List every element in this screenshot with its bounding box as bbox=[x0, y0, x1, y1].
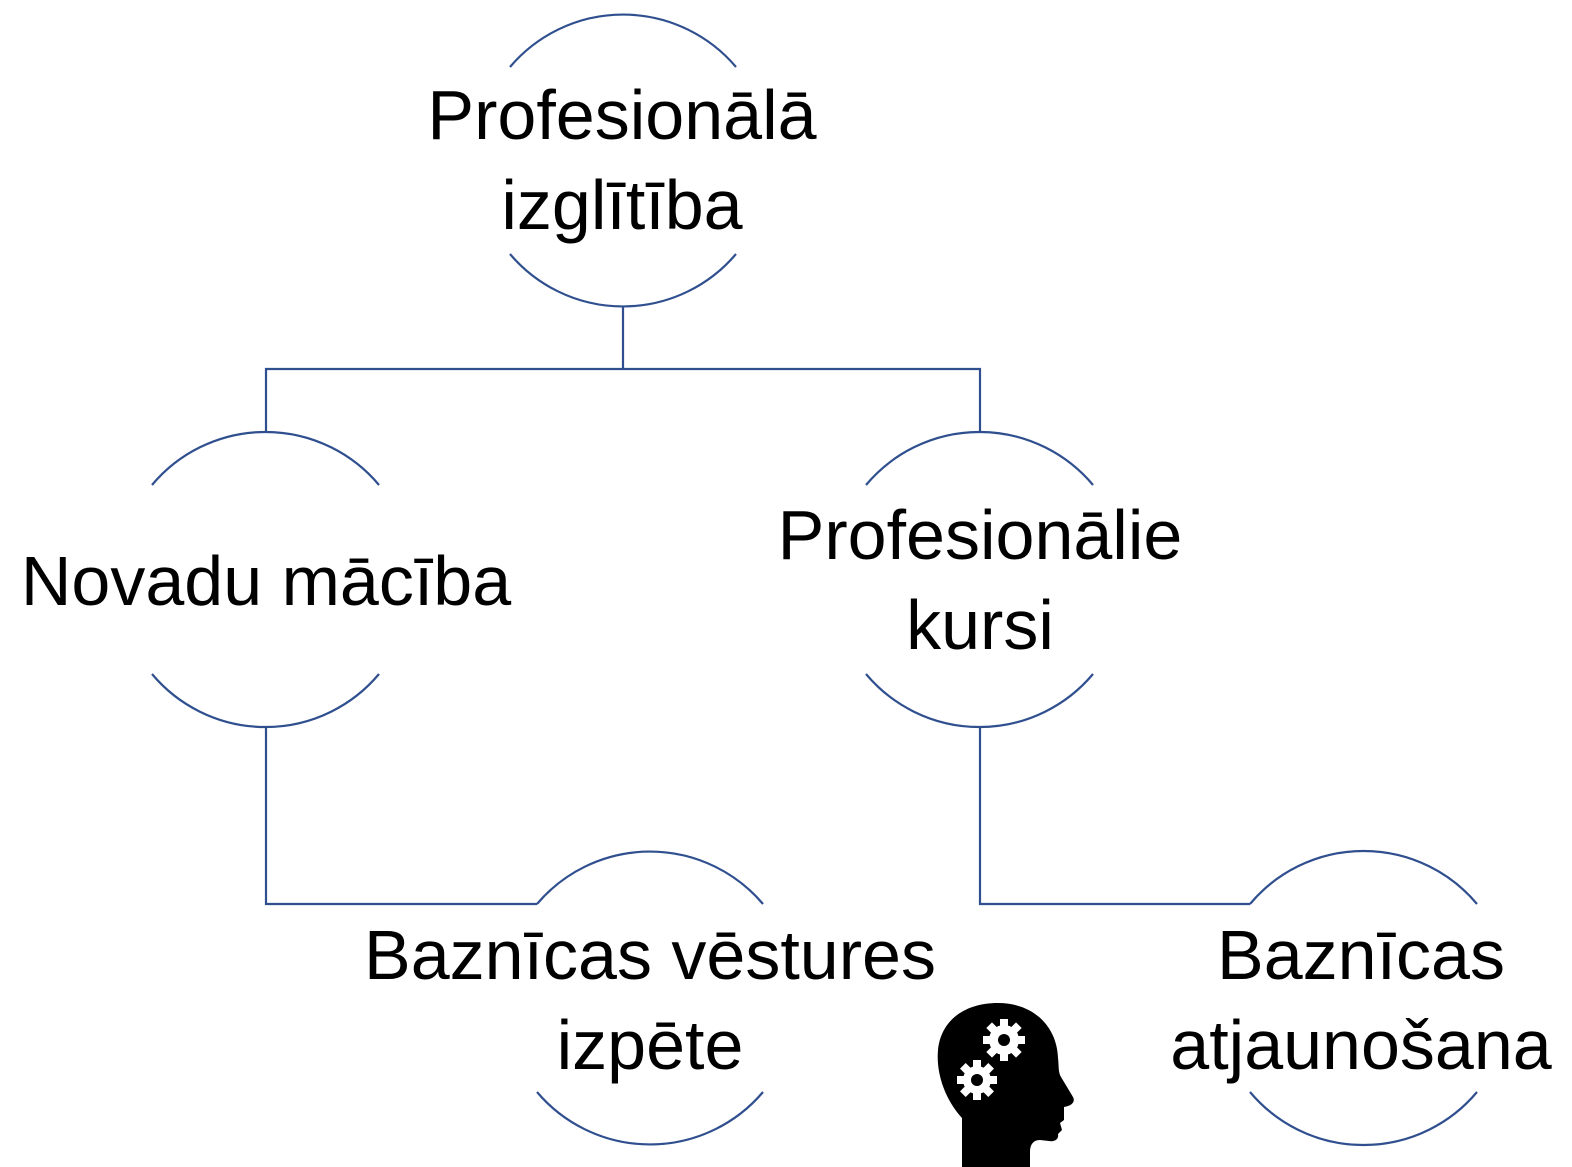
right-node-top-arc bbox=[865, 430, 1094, 486]
left-node-top-arc bbox=[151, 430, 380, 486]
node-right-line1: Profesionālie bbox=[777, 496, 1183, 574]
node-bottom-right-line2: atjaunošana bbox=[1170, 1006, 1552, 1084]
node-root-line1: Profesionālā bbox=[427, 76, 817, 154]
right-node-bottom-arc bbox=[865, 673, 1094, 729]
left-node-bottom-arc bbox=[151, 673, 380, 729]
connector-right-to-bottom-right bbox=[978, 727, 1250, 906]
node-left-line1: Novadu mācība bbox=[20, 542, 512, 620]
bottom-right-node-bottom-arc bbox=[1249, 1091, 1478, 1147]
node-profesionalie-kursi: Profesionālie kursi bbox=[730, 490, 1230, 670]
node-baznicas-atjaunosana: Baznīcas atjaunošana bbox=[1150, 910, 1572, 1090]
node-right-line2: kursi bbox=[906, 586, 1054, 664]
node-bottom-left-line2: izpēte bbox=[556, 1006, 744, 1084]
node-novadu-maciba: Novadu mācība bbox=[0, 536, 532, 626]
connector-horizontal-bar bbox=[264, 367, 982, 431]
node-profesionala-izglitiba: Profesionālā izglītība bbox=[372, 70, 872, 250]
bottom-left-node-top-arc bbox=[536, 850, 764, 905]
head-with-gears-icon bbox=[937, 1003, 1074, 1167]
connector-left-to-bottom-left bbox=[264, 727, 537, 906]
node-bottom-right-line1: Baznīcas bbox=[1217, 916, 1505, 994]
node-root-line2: izglītība bbox=[501, 166, 743, 244]
bottom-right-node-top-arc bbox=[1249, 849, 1478, 905]
bottom-left-node-bottom-arc bbox=[536, 1091, 764, 1146]
root-node-top-arc bbox=[509, 13, 737, 68]
node-bottom-left-line1: Baznīcas vēstures bbox=[364, 916, 936, 994]
root-node-bottom-arc bbox=[509, 253, 737, 308]
node-baznicas-vestures-izpete: Baznīcas vēstures izpēte bbox=[340, 910, 960, 1090]
